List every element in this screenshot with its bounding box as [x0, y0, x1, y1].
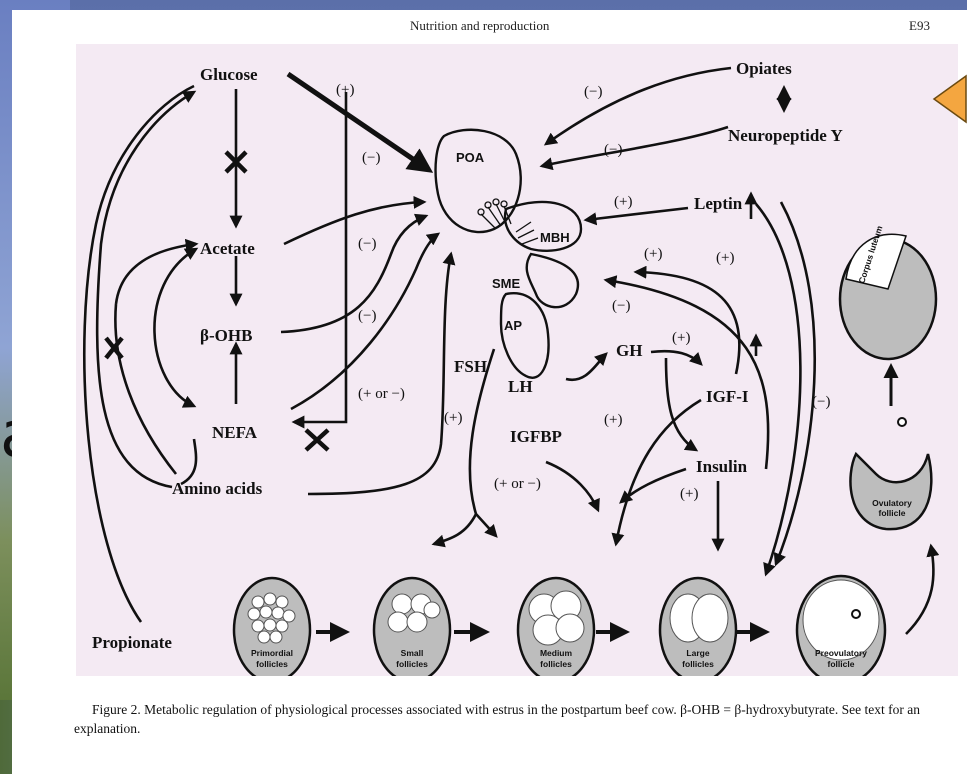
arrow-npy-poa — [542, 127, 728, 166]
arrow-nefa-aminoacids — [181, 439, 196, 484]
arrow-bohb-poa — [281, 216, 426, 332]
svg-text:follicle: follicle — [879, 508, 906, 518]
arrow-gh-igf — [651, 351, 701, 364]
label-amino-acids: Amino acids — [172, 479, 263, 498]
label-sme: SME — [492, 276, 521, 291]
svg-text:(+): (+) — [672, 330, 690, 346]
arrow-opiates-poa — [546, 68, 731, 144]
label-npy: Neuropeptide Y — [728, 126, 843, 145]
svg-text:(−): (−) — [358, 236, 376, 252]
arrow-aminoacids-acetate — [116, 244, 196, 304]
pathway-arrows — [84, 68, 933, 634]
svg-text:follicle: follicle — [828, 659, 855, 669]
svg-text:Small: Small — [401, 648, 424, 658]
label-ap: AP — [504, 318, 522, 333]
blocked-pathways — [106, 152, 328, 450]
svg-text:(−): (−) — [362, 150, 380, 166]
arrow-leptin-mbh — [586, 208, 688, 220]
label-gh: GH — [616, 341, 642, 360]
brain-anatomy — [436, 130, 581, 378]
neurons — [478, 199, 538, 244]
arrow-aminoacids-poa — [308, 254, 451, 494]
label-mbh: MBH — [540, 230, 570, 245]
label-opiates: Opiates — [736, 59, 792, 78]
arrow-acetate-poa — [284, 202, 424, 244]
svg-text:(−): (−) — [358, 308, 376, 324]
label-leptin: Leptin — [694, 194, 743, 213]
arrow-igf-medium — [616, 400, 701, 544]
running-title: Nutrition and reproduction — [410, 18, 549, 34]
page-number: E93 — [909, 18, 930, 34]
regulation-signs: (+) (−) (−) (−) (−) (−) (+ or −) (+) (+)… — [336, 82, 830, 502]
ap-outline — [501, 293, 549, 378]
svg-text:Medium: Medium — [540, 648, 573, 658]
svg-text:Primordial: Primordial — [251, 648, 293, 658]
svg-text:(+): (+) — [604, 412, 622, 428]
figure-caption: Figure 2. Metabolic regulation of physio… — [74, 700, 944, 738]
svg-text:(+ or −): (+ or −) — [494, 476, 541, 492]
svg-text:follicles: follicles — [682, 659, 714, 669]
label-lh: LH — [508, 377, 533, 396]
label-propionate: Propionate — [92, 633, 172, 652]
figure-2: Glucose Acetate β-OHB NEFA Amino acids P… — [76, 44, 958, 676]
svg-text:(+): (+) — [614, 194, 632, 210]
svg-text:follicles: follicles — [256, 659, 288, 669]
svg-text:follicles: follicles — [396, 659, 428, 669]
label-acetate: Acetate — [200, 239, 255, 258]
svg-text:(−): (−) — [812, 394, 830, 410]
anatomy-labels: POA MBH SME AP — [456, 150, 570, 333]
label-igfbp: IGFBP — [510, 427, 562, 446]
svg-text:(+): (+) — [680, 486, 698, 502]
arrow-propionate-glucose — [84, 86, 194, 622]
svg-text:(−): (−) — [584, 84, 602, 100]
svg-text:Large: Large — [686, 648, 709, 658]
arrow-igfbp-medium — [546, 462, 598, 510]
arrow-gh-insulin — [666, 358, 696, 450]
svg-text:(+ or −): (+ or −) — [358, 386, 405, 402]
arrow-glucose-nefa — [294, 92, 346, 422]
svg-text:(−): (−) — [604, 142, 622, 158]
svg-text:(−): (−) — [612, 298, 630, 314]
svg-text:(+): (+) — [716, 250, 734, 266]
figure-diagram: Glucose Acetate β-OHB NEFA Amino acids P… — [76, 44, 958, 676]
label-poa: POA — [456, 150, 485, 165]
arrow-fsh-small — [470, 349, 496, 536]
label-nefa: NEFA — [212, 423, 258, 442]
label-fsh: FSH — [454, 357, 487, 376]
svg-text:(+): (+) — [644, 246, 662, 262]
arrow-fsh-small-2 — [434, 514, 476, 544]
previous-slide-arrow-icon[interactable] — [930, 72, 967, 126]
svg-text:(+): (+) — [336, 82, 354, 98]
corpus-luteum — [840, 234, 936, 359]
arrow-ap-gh — [566, 354, 606, 380]
svg-text:Preovulatory: Preovulatory — [815, 648, 867, 658]
paper-page: Nutrition and reproduction E93 — [12, 10, 967, 774]
arrow-aminoacids-acetate-lower — [115, 304, 176, 474]
arrow-preovulatory-ovulatory — [906, 546, 933, 634]
arrow-acetate-nefa — [154, 249, 196, 406]
arrow-glucose-poa — [288, 74, 429, 170]
svg-text:follicles: follicles — [540, 659, 572, 669]
svg-text:Ovulatory: Ovulatory — [872, 498, 912, 508]
page-header: Nutrition and reproduction E93 — [12, 18, 967, 38]
label-glucose: Glucose — [200, 65, 258, 84]
x-aminoacids-acetate — [106, 338, 122, 358]
arrow-right-minus — [776, 202, 815, 564]
svg-text:(+): (+) — [444, 410, 462, 426]
follicle-row — [234, 234, 936, 676]
label-insulin: Insulin — [696, 457, 748, 476]
label-igf1: IGF-I — [706, 387, 749, 406]
signal-labels: Opiates Neuropeptide Y Leptin GH IGF-I I… — [454, 59, 843, 476]
sme-outline — [527, 254, 578, 307]
x-nefa — [306, 430, 328, 450]
label-bohb: β-OHB — [200, 326, 252, 345]
